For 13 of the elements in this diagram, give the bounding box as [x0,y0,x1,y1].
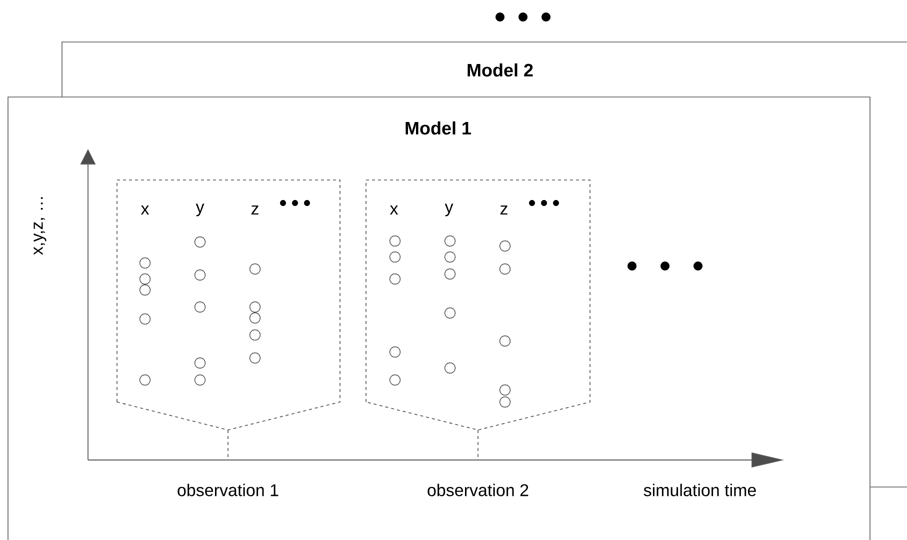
variable-name: y [444,204,454,216]
axis-label: simulation time [644,484,756,496]
variable-name: x [390,206,398,214]
time-label: observation 2 [428,484,528,496]
time-label: observation 1 [178,484,278,496]
observation-window [366,180,590,458]
axis-label: x,y,z, … [34,197,46,255]
variable-name: x [140,206,150,214]
variable-name: z [500,206,508,214]
variable-name: y [196,204,204,216]
variable-name: z [251,206,258,214]
observation-window [116,180,340,458]
model-panel: Model 2 [62,42,907,98]
